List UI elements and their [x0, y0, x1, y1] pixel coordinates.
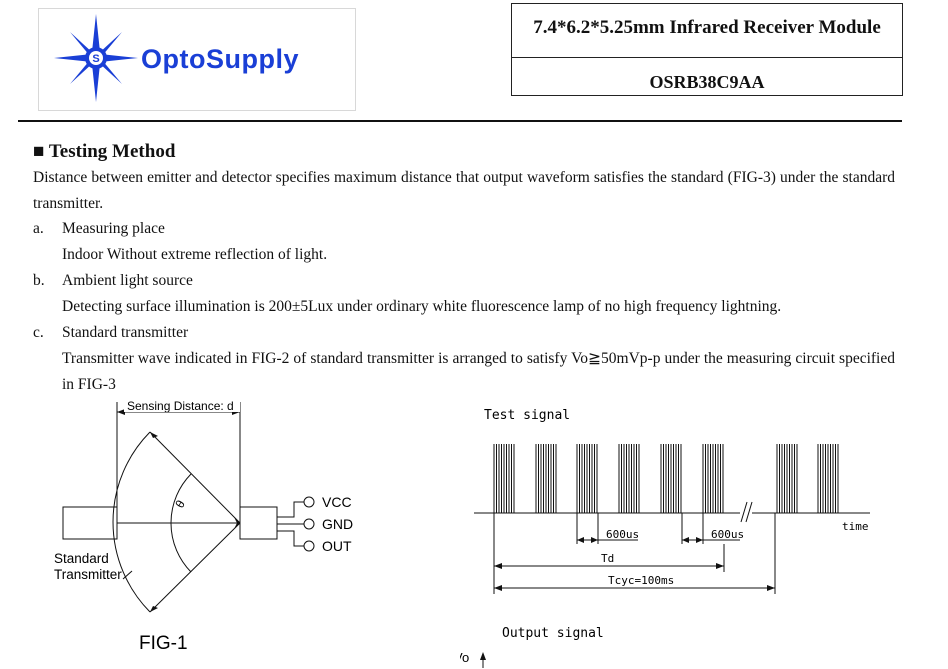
intro-paragraph: Distance between emitter and detector sp… — [33, 169, 895, 212]
fig1-transmitter-box — [62, 506, 118, 540]
fig2-break-mark-2 — [745, 501, 753, 523]
fig1-axis-arrowhead — [234, 517, 240, 529]
item-a-title: Measuring place — [62, 220, 165, 237]
fig1-pin-out-terminal — [303, 540, 315, 552]
logo-text: OptoSupply — [141, 44, 299, 74]
fig2-burst-arrowhead-right — [591, 537, 598, 543]
fig1-arc-arrowhead-bottom — [150, 606, 158, 612]
item-c-body: Transmitter wave indicated in FIG-2 of s… — [62, 350, 895, 393]
fig2-break-mark-1 — [740, 501, 748, 523]
doc-title: 7.4*6.2*5.25mm Infrared Receiver Module — [533, 17, 881, 38]
fig2-test-signal-label: Test signal — [484, 408, 570, 423]
fig1-beam-lower — [149, 522, 241, 613]
logo-box — [38, 8, 356, 111]
item-a-marker: a. — [33, 220, 44, 237]
title-box — [511, 3, 903, 96]
fig2-gap-arrowhead-left — [682, 537, 689, 543]
fig2-tcyc-label: Tcyc=100ms — [608, 574, 674, 587]
fig1-pin-out-line — [277, 530, 304, 547]
fig2-vo-label: Vo — [460, 650, 469, 665]
fig1-beam-arc — [112, 431, 151, 613]
fig1-caption: FIG-1 — [139, 633, 188, 654]
fig2-tcyc-arrowhead-left — [494, 585, 502, 591]
fig1-theta-label: θ — [172, 497, 188, 510]
fig2-td-arrowhead-right — [716, 563, 724, 569]
fig1-angle-arc — [170, 473, 192, 573]
fig1-arc-arrowhead-top — [150, 432, 158, 438]
item-b-title: Ambient light source — [62, 272, 193, 289]
part-number: OSRB38C9AA — [649, 72, 765, 92]
fig2-output-signal-label: Output signal — [502, 626, 604, 641]
fig1-beam-upper — [149, 431, 241, 524]
item-a-body: Indoor Without extreme reflection of lig… — [62, 246, 328, 263]
fig2-gap-label: 600us — [711, 528, 744, 541]
section-heading: ■ Testing Method — [33, 141, 176, 162]
fig1-transmitter-label-line2: Transmitter — [54, 567, 122, 582]
item-c-title: Standard transmitter — [62, 324, 189, 341]
optosupply-star-logo-icon: S — [54, 14, 138, 102]
fig2-tcyc-arrowhead-right — [767, 585, 775, 591]
fig1-transmitter-leader — [122, 570, 133, 580]
fig2-td-label: Td — [601, 552, 614, 565]
fig2-pulse-train — [493, 444, 839, 513]
fig1-pin-vcc-terminal — [303, 496, 315, 508]
item-b-marker: b. — [33, 272, 45, 289]
fig1-transmitter-label-line1: Standard — [54, 551, 109, 566]
fig1-diagram: Sensing Distance: d θ VCC GND OUT Standa… — [54, 399, 353, 654]
fig1-receiver-box — [239, 506, 278, 540]
fig2-burst-label: 600us — [606, 528, 639, 541]
fig2-td-arrowhead-left — [494, 563, 502, 569]
fig1-pin-gnd-terminal — [303, 518, 315, 530]
header-rule — [18, 120, 902, 122]
svg-text:S: S — [92, 53, 99, 65]
fig1-distance-label: Sensing Distance: d — [127, 399, 234, 413]
fig2-burst-arrowhead-left — [577, 537, 584, 543]
fig1-pin-gnd-label: GND — [322, 516, 353, 532]
fig1-dimension-arrowhead-left — [117, 409, 125, 415]
fig2-vo-arrowhead — [480, 652, 486, 660]
fig1-pin-out-label: OUT — [322, 538, 352, 554]
fig1-pin-vcc-line — [277, 501, 304, 518]
title-divider — [512, 57, 902, 58]
fig2-waveform-diagram: Test signal time 600us 600us — [460, 408, 870, 668]
fig2-gap-arrowhead-right — [696, 537, 703, 543]
fig1-pin-vcc-label: VCC — [322, 494, 352, 510]
item-c-marker: c. — [33, 324, 44, 341]
item-b-body: Detecting surface illumination is 200±5L… — [62, 298, 782, 315]
fig2-time-label: time — [842, 520, 869, 533]
